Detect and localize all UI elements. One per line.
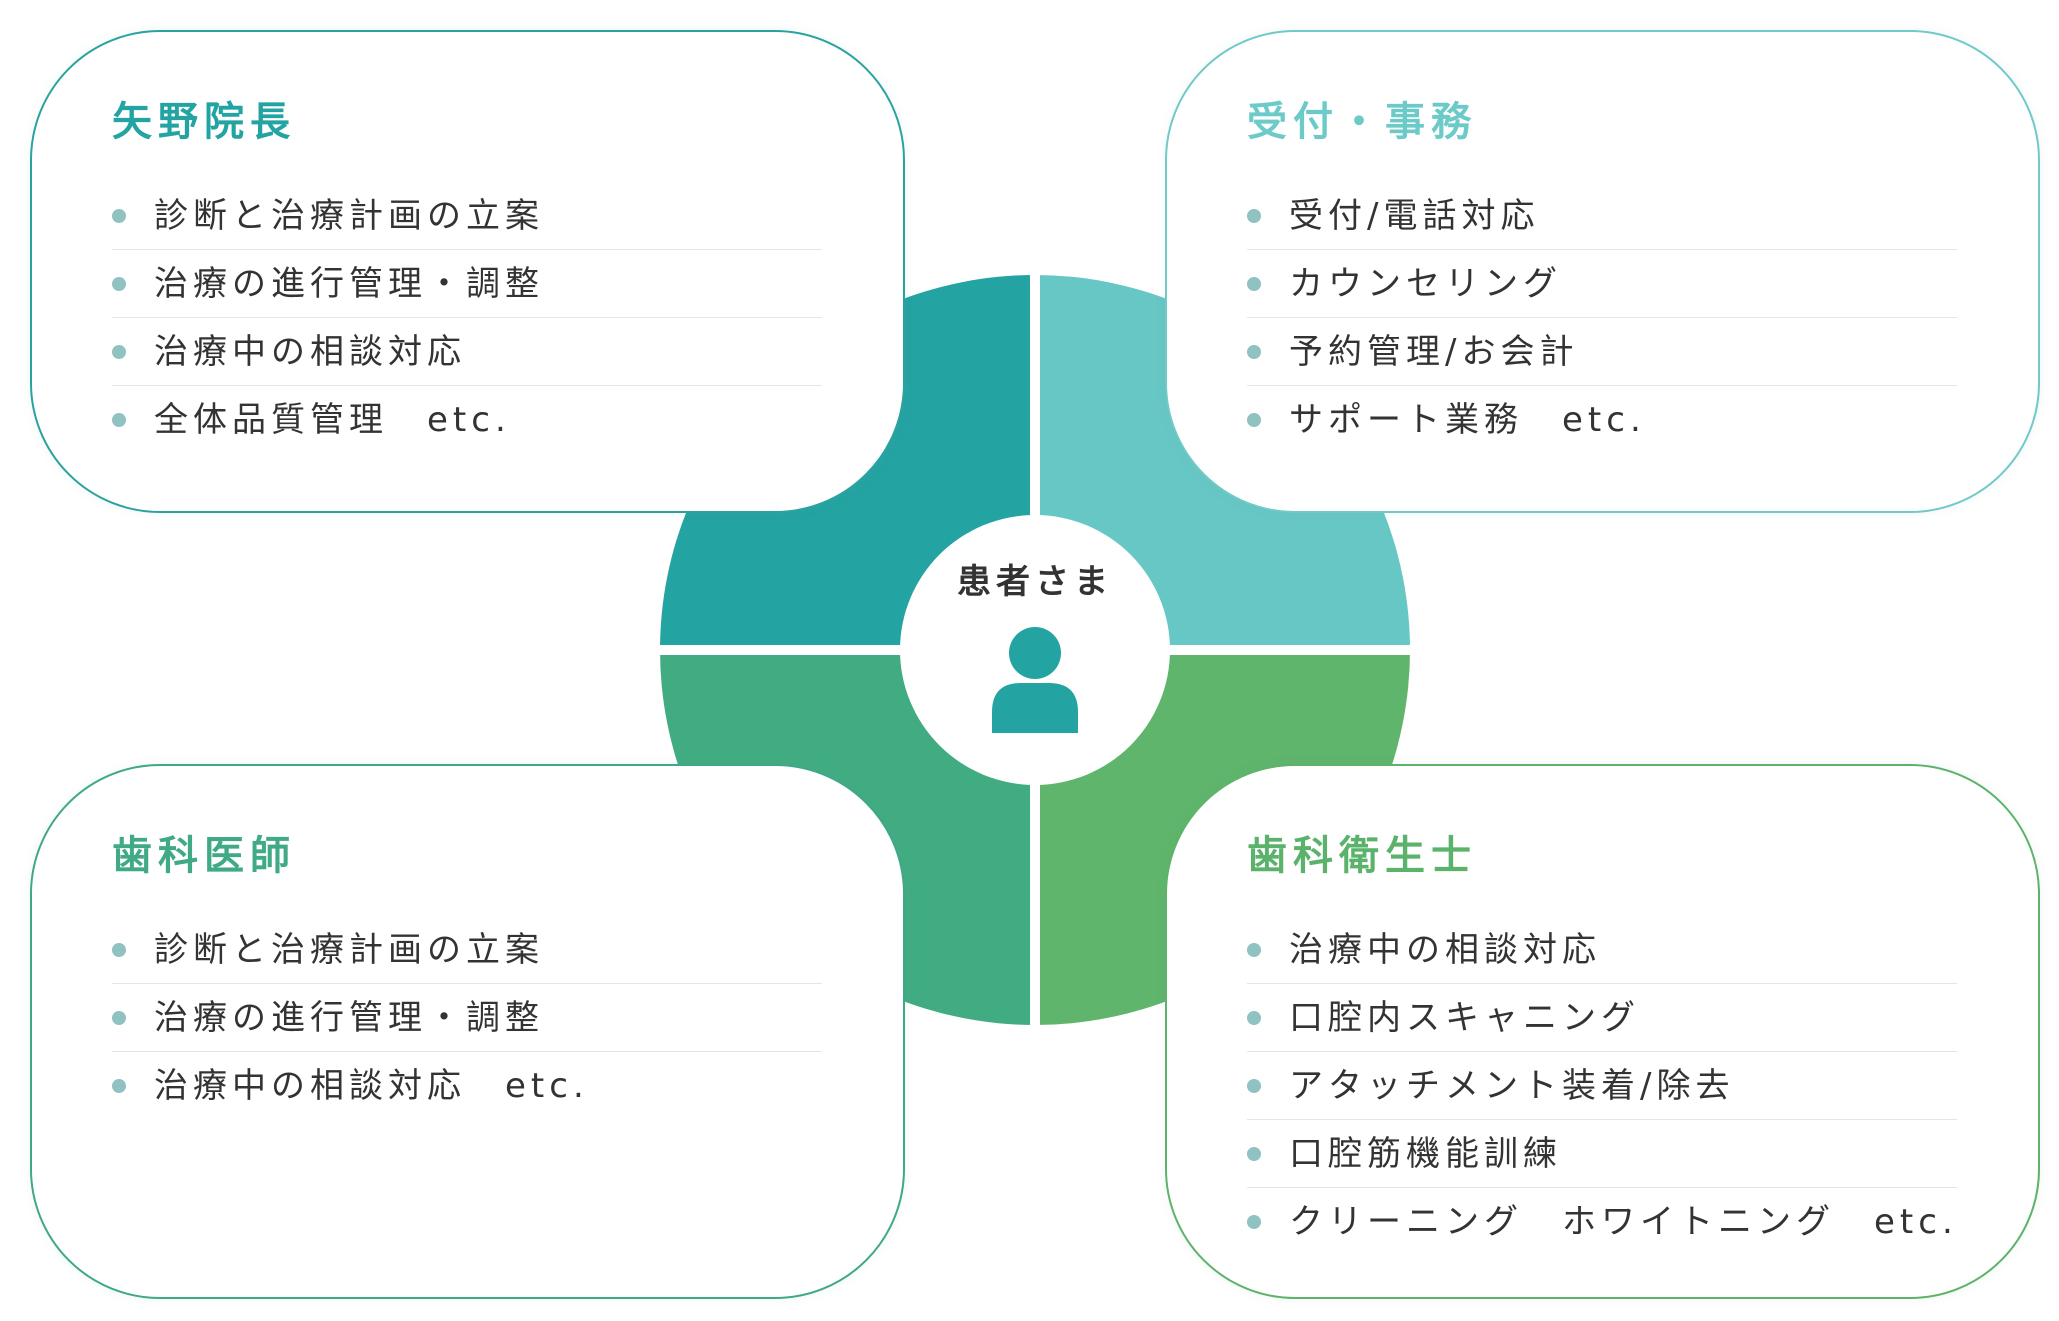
bullet-icon [112, 345, 126, 359]
card-hygienist: 歯科衛生士 治療中の相談対応口腔内スキャニングアタッチメント装着/除去口腔筋機能… [1165, 764, 2040, 1299]
card-dentist: 歯科医師 診断と治療計画の立案治療の進行管理・調整治療中の相談対応 etc. [30, 764, 905, 1299]
card-title: 歯科医師 [112, 833, 296, 879]
bullet-icon [1247, 1215, 1261, 1229]
card-title: 歯科衛生士 [1247, 833, 1477, 879]
list-item: 予約管理/お会計 [1247, 318, 1957, 386]
bullet-icon [1247, 345, 1261, 359]
bullet-icon [112, 209, 126, 223]
list-item: クリーニング ホワイトニング etc. [1247, 1188, 1957, 1256]
bullet-icon [1247, 1079, 1261, 1093]
role-list: 治療中の相談対応口腔内スキャニングアタッチメント装着/除去口腔筋機能訓練クリーニ… [1247, 916, 1957, 1256]
list-item-label: 予約管理/お会計 [1289, 332, 1579, 372]
list-item: サポート業務 etc. [1247, 386, 1957, 454]
list-item: 口腔内スキャニング [1247, 984, 1957, 1052]
list-item: 診断と治療計画の立案 [112, 916, 822, 984]
bullet-icon [1247, 209, 1261, 223]
list-item-label: 診断と治療計画の立案 [154, 196, 544, 236]
bullet-icon [112, 1011, 126, 1025]
bullet-icon [112, 943, 126, 957]
list-item-label: 治療中の相談対応 [1289, 930, 1601, 970]
bullet-icon [1247, 277, 1261, 291]
center-label: 患者さま [957, 562, 1113, 602]
list-item: カウンセリング [1247, 250, 1957, 318]
bullet-icon [1247, 1011, 1261, 1025]
list-item-label: クリーニング ホワイトニング etc. [1289, 1202, 1958, 1242]
list-item: 受付/電話対応 [1247, 182, 1957, 250]
list-item: 診断と治療計画の立案 [112, 182, 822, 250]
list-item-label: 診断と治療計画の立案 [154, 930, 544, 970]
card-title: 受付・事務 [1247, 99, 1477, 145]
list-item: 治療中の相談対応 [1247, 916, 1957, 984]
card-director: 矢野院長 診断と治療計画の立案治療の進行管理・調整治療中の相談対応全体品質管理 … [30, 30, 905, 513]
person-icon [992, 627, 1078, 733]
list-item: 口腔筋機能訓練 [1247, 1120, 1957, 1188]
bullet-icon [1247, 413, 1261, 427]
list-item: 治療の進行管理・調整 [112, 984, 822, 1052]
list-item: 治療の進行管理・調整 [112, 250, 822, 318]
card-reception: 受付・事務 受付/電話対応カウンセリング予約管理/お会計サポート業務 etc. [1165, 30, 2040, 513]
card-title: 矢野院長 [112, 99, 296, 145]
list-item-label: 治療の進行管理・調整 [154, 264, 544, 304]
list-item: 治療中の相談対応 etc. [112, 1052, 822, 1120]
bullet-icon [1247, 943, 1261, 957]
list-item-label: 全体品質管理 etc. [154, 400, 511, 440]
role-list: 診断と治療計画の立案治療の進行管理・調整治療中の相談対応全体品質管理 etc. [112, 182, 822, 454]
list-item-label: カウンセリング [1289, 264, 1562, 304]
list-item-label: サポート業務 etc. [1289, 400, 1646, 440]
bullet-icon [112, 277, 126, 291]
bullet-icon [1247, 1147, 1261, 1161]
bullet-icon [112, 413, 126, 427]
list-item-label: アタッチメント装着/除去 [1289, 1066, 1735, 1106]
bullet-icon [112, 1079, 126, 1093]
role-list: 診断と治療計画の立案治療の進行管理・調整治療中の相談対応 etc. [112, 916, 822, 1120]
list-item-label: 受付/電話対応 [1289, 196, 1540, 236]
list-item: 全体品質管理 etc. [112, 386, 822, 454]
list-item: アタッチメント装着/除去 [1247, 1052, 1957, 1120]
list-item-label: 治療の進行管理・調整 [154, 998, 544, 1038]
list-item-label: 口腔内スキャニング [1289, 998, 1640, 1038]
list-item-label: 治療中の相談対応 etc. [154, 1066, 589, 1106]
list-item-label: 治療中の相談対応 [154, 332, 466, 372]
role-list: 受付/電話対応カウンセリング予約管理/お会計サポート業務 etc. [1247, 182, 1957, 454]
list-item: 治療中の相談対応 [112, 318, 822, 386]
list-item-label: 口腔筋機能訓練 [1289, 1134, 1562, 1174]
